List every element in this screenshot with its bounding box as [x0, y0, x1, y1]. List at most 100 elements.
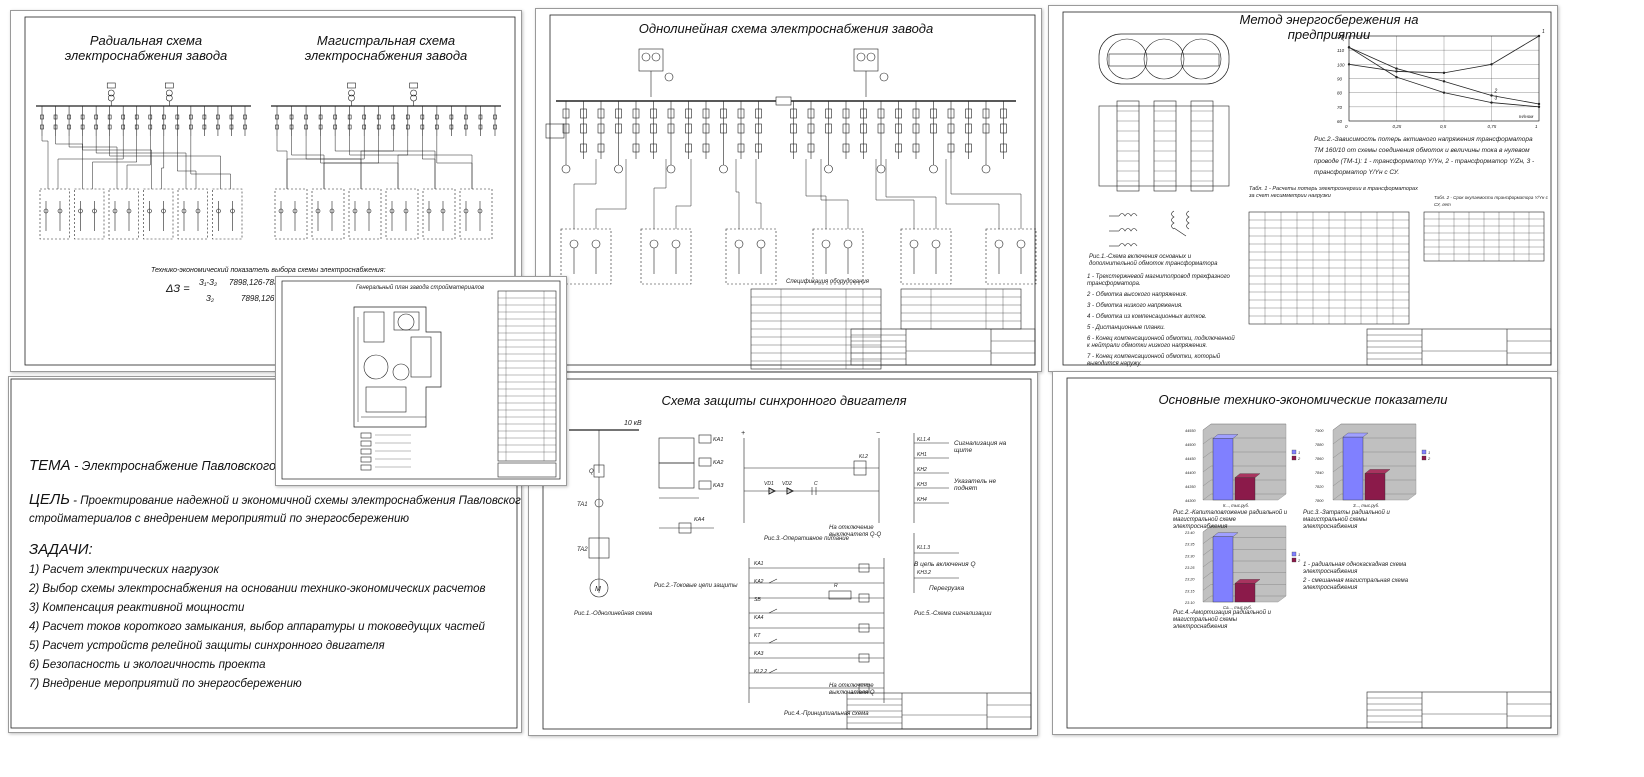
relay-box: [698, 480, 712, 490]
cell-box: [807, 108, 815, 119]
sheet-single-line[interactable]: Однолинейная схема электроснабжения заво…: [535, 8, 1042, 372]
task-item: 4) Расчет токов короткого замыкания, выб…: [29, 621, 485, 633]
breaker-box: [53, 124, 58, 130]
breaker-box: [40, 114, 44, 120]
wire: [1202, 584, 1212, 591]
label: +: [741, 430, 745, 437]
breaker-box: [449, 124, 454, 130]
winding-box: [1153, 100, 1177, 192]
fig2-label: Рис.2.-Токовые цепи защиты: [654, 583, 738, 589]
transformer-icon: [92, 208, 97, 214]
building-box: [365, 386, 407, 413]
task-item: 3) Компенсация реактивной мощности: [29, 602, 245, 614]
wire: [1202, 437, 1212, 445]
breaker-box: [189, 114, 193, 120]
relay-box: [858, 653, 870, 663]
relay-box: [858, 593, 870, 603]
diode-icon: [768, 487, 777, 495]
transformer-icon: [161, 208, 166, 214]
legend-item: 1 - Трехстержневой магнитопровод трехфаз…: [1087, 274, 1230, 287]
bar-top-2: [1234, 473, 1261, 478]
motor-icon: [589, 578, 609, 598]
legend-swatch: [360, 440, 372, 447]
cell-box: [860, 108, 867, 119]
transformer-icon: [591, 239, 601, 249]
curve-point: [1442, 80, 1446, 83]
label: KH2: [917, 467, 927, 473]
transformer-icon: [649, 239, 659, 249]
generator-icon: [641, 52, 651, 62]
wire: [1202, 423, 1212, 431]
axis-y-label: ξ: [1341, 35, 1345, 42]
breaker-box: [275, 124, 279, 130]
breaker-box: [304, 114, 308, 120]
sheet-frame: [10, 378, 518, 729]
title-block: [497, 462, 557, 478]
transformer-icon: [292, 208, 298, 214]
curve-label: 1: [1542, 29, 1545, 35]
breaker-box: [493, 124, 497, 130]
breaker-box: [478, 124, 483, 130]
wire: [1202, 537, 1212, 544]
breaker-box: [243, 124, 247, 130]
fig1-label: Рис.1.-Однолинейная схема: [574, 611, 653, 617]
cell-box: [930, 123, 937, 134]
drawing-frame: [1062, 11, 1552, 366]
ct-circuit: [658, 462, 695, 489]
transformer-icon: [734, 239, 744, 249]
wire: [1202, 451, 1212, 459]
x-tick-label: 0,5: [1440, 124, 1447, 129]
y-tick-label: 23.20: [1184, 578, 1195, 582]
site-outline: [353, 306, 442, 428]
cell-box: [965, 108, 972, 119]
transformer-icon: [230, 208, 235, 214]
label: KA4: [754, 615, 764, 621]
cell-box: [667, 108, 675, 119]
transformer-icon: [329, 208, 335, 214]
substation-box: [74, 188, 105, 240]
breaker-box: [275, 114, 279, 120]
y-tick-label: 44400: [1185, 471, 1196, 475]
contact-icon: [768, 638, 778, 644]
cell-box: [597, 108, 605, 119]
cell-box: [737, 143, 745, 153]
breaker-box: [67, 114, 71, 120]
cell-box: [755, 108, 762, 119]
cell-box: [877, 108, 885, 119]
substation-box: [212, 188, 243, 240]
breaker-box: [420, 114, 425, 120]
bar-2: [1364, 473, 1386, 501]
label: KL2: [859, 454, 868, 460]
cell-box: [615, 123, 622, 134]
label: KA1: [754, 561, 764, 567]
sheet-general-plan[interactable]: Генеральный план завода стройматериалов: [275, 276, 567, 486]
wire: [1202, 525, 1212, 533]
winding-box: [1190, 100, 1214, 192]
bar-2: [1234, 583, 1256, 603]
breaker-box: [318, 114, 323, 120]
label: SB: [754, 597, 761, 603]
sectional-breaker: [775, 96, 792, 106]
motor-icon: [719, 164, 728, 174]
legend-swatch: [1291, 557, 1297, 563]
y-tick-label: 100: [1337, 62, 1345, 67]
drawing-frame: [281, 280, 561, 480]
cell-box: [685, 143, 692, 153]
cell-box: [790, 123, 797, 134]
transformer-icon: [426, 208, 432, 214]
transformer-icon: [112, 208, 118, 214]
breaker-box: [347, 114, 352, 120]
wire: [1332, 451, 1342, 459]
breaker-box: [362, 124, 367, 130]
breaker-box: [229, 124, 234, 130]
sheet-radial-scheme[interactable]: Радиальная схема электроснабжения завода…: [10, 10, 522, 372]
x-tick-label: 1: [1535, 124, 1538, 129]
transformer-icon: [78, 208, 83, 214]
ta1-icon: [594, 498, 604, 508]
sheet-tema[interactable]: ТЕМА - Электроснабжение Павловского заво…: [8, 376, 522, 733]
bar-top-1: [1212, 434, 1239, 439]
cell-box: [597, 143, 605, 153]
